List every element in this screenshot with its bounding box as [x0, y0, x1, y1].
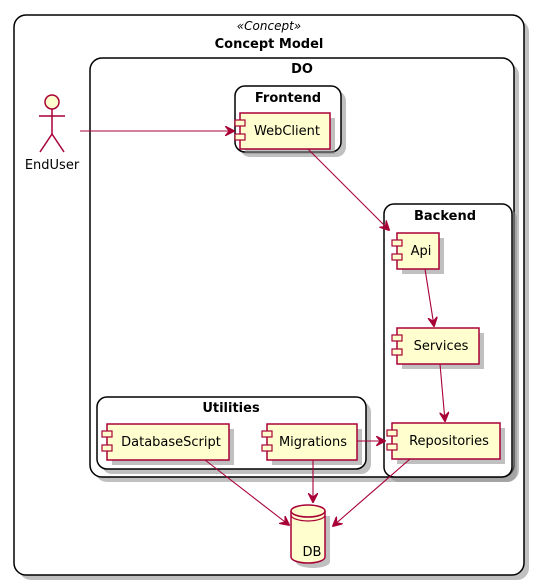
utilities-package-title: Utilities	[202, 401, 260, 416]
services-component[interactable]: Services	[391, 327, 484, 369]
databasescript-label: DatabaseScript	[121, 435, 221, 450]
edge-services-repositories	[440, 363, 445, 421]
concept-model-title: Concept Model	[215, 37, 324, 52]
webclient-component[interactable]: WebClient	[234, 112, 335, 154]
frontend-package-title: Frontend	[255, 91, 321, 106]
actor-icon	[39, 94, 65, 153]
repositories-label: Repositories	[409, 434, 489, 449]
db-database[interactable]: DB	[290, 504, 330, 568]
database-icon	[290, 504, 330, 568]
edge-repositories-db	[333, 458, 411, 526]
edge-api-services	[424, 268, 434, 326]
edge-databasescript-db	[204, 459, 289, 525]
component-icon	[391, 334, 403, 356]
component-icon	[386, 429, 398, 451]
concept-stereotype: «Concept»	[237, 19, 301, 33]
api-label: Api	[411, 244, 432, 259]
do-package-title: DO	[291, 62, 313, 77]
enduser-actor: EndUser	[25, 94, 80, 173]
component-icon	[391, 239, 403, 261]
migrations-label: Migrations	[279, 435, 347, 450]
services-label: Services	[414, 339, 469, 354]
webclient-label: WebClient	[254, 124, 320, 139]
component-icon	[234, 119, 246, 141]
databasescript-component[interactable]: DatabaseScript	[101, 423, 234, 465]
component-icon	[261, 430, 273, 452]
db-label: DB	[303, 545, 322, 560]
edge-webclient-api	[307, 148, 389, 230]
backend-package-title: Backend	[414, 209, 476, 224]
migrations-component[interactable]: Migrations	[261, 423, 362, 465]
repositories-component[interactable]: Repositories	[386, 422, 505, 464]
component-icon	[101, 430, 113, 452]
api-component[interactable]: Api	[391, 232, 444, 274]
enduser-label: EndUser	[25, 158, 80, 173]
relationships	[80, 131, 445, 526]
